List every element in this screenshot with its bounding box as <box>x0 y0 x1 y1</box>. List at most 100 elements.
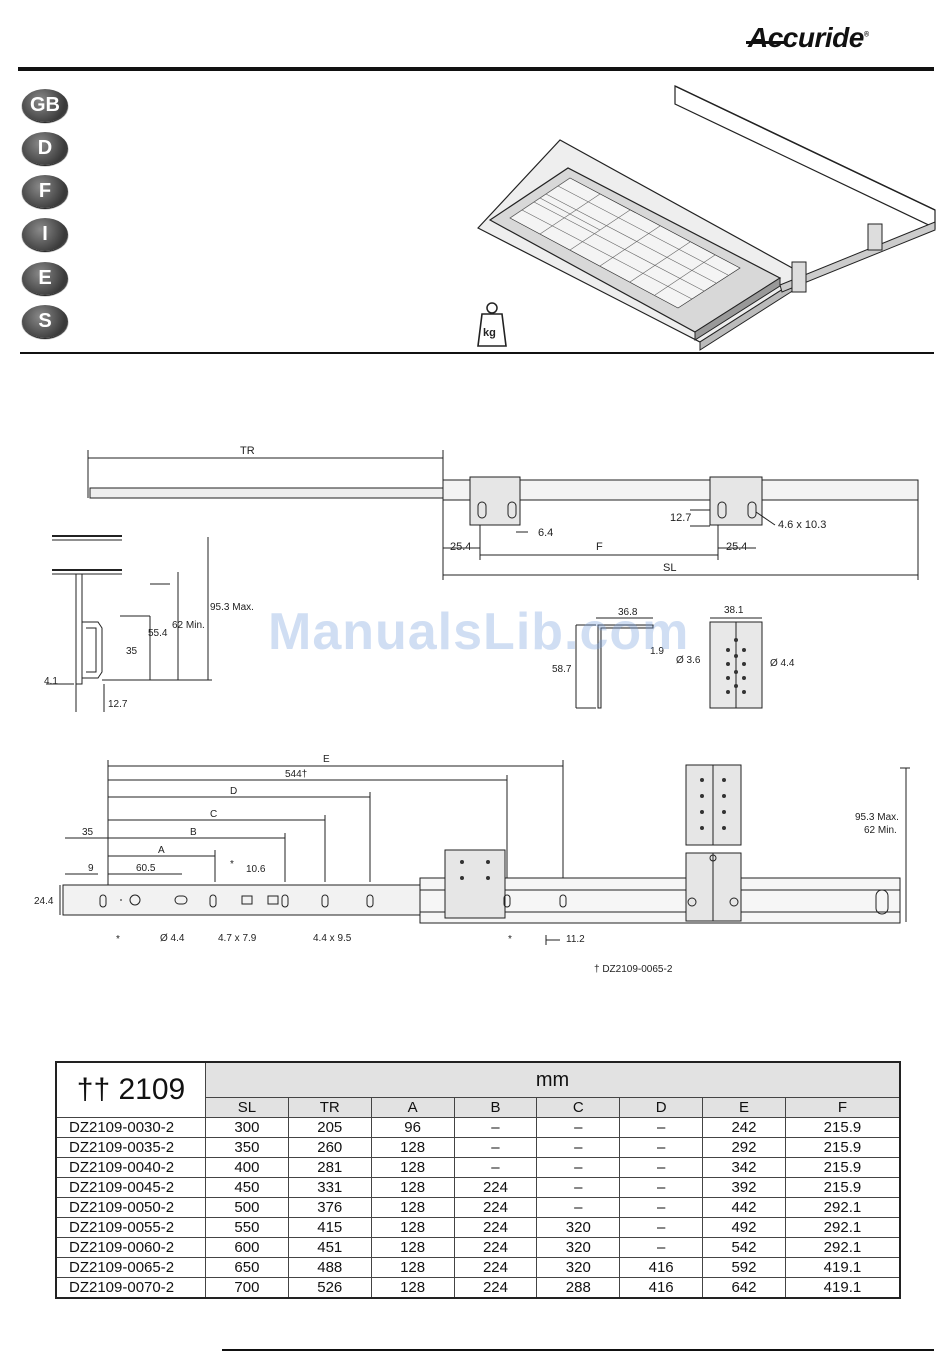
table-cell: 215.9 <box>784 1157 901 1178</box>
dim-35-left: 35 <box>82 827 94 838</box>
weight-icon-label: kg <box>483 327 496 339</box>
watermark: ManualsLib.com <box>268 603 690 661</box>
table-cell: 215.9 <box>784 1177 901 1198</box>
table-cell-model: DZ2109-0060-2 <box>55 1237 206 1258</box>
table-cell-model: DZ2109-0040-2 <box>55 1157 206 1178</box>
dim-544: 544† <box>285 769 307 780</box>
dim-star-mid: * <box>508 934 512 945</box>
table-cell: 592 <box>702 1257 786 1278</box>
table-cell: 224 <box>453 1217 538 1238</box>
dim-tr: TR <box>240 445 255 457</box>
slide-hole-pattern-view: E 544† D C B A 35 9 60.5 * 10.6 24.4 * Ø… <box>34 754 910 975</box>
dim-dia-4-4-bottom: Ø 4.4 <box>160 933 185 944</box>
table-cell: 128 <box>370 1237 455 1258</box>
bracket-front <box>791 261 807 293</box>
table-cell: 96 <box>370 1117 455 1138</box>
dim-60-5: 60.5 <box>136 863 156 874</box>
table-cell: – <box>536 1117 621 1138</box>
table-cell: 500 <box>205 1197 289 1218</box>
table-cell: – <box>619 1217 704 1238</box>
table-cell: 416 <box>619 1277 704 1299</box>
bracket-detail: 36.8 58.7 1.9 38.1 Ø 3.6 Ø 4.4 <box>552 605 795 709</box>
brand-logo: Accuride® <box>746 22 869 54</box>
col-sl: SL <box>205 1097 289 1118</box>
table-cell: 526 <box>287 1277 372 1299</box>
table-cell: 242 <box>702 1117 786 1138</box>
dim-25-4-left: 25.4 <box>450 541 471 553</box>
table-cell: – <box>536 1137 621 1158</box>
brand-name: Accuride <box>748 22 864 53</box>
brand-reg-mark: ® <box>863 31 869 39</box>
lang-badge-d: D <box>22 132 68 165</box>
lang-badge-f: F <box>22 175 68 208</box>
table-cell: 128 <box>370 1177 455 1198</box>
lang-badge-gb: GB <box>22 89 68 122</box>
table-cell: 320 <box>536 1237 621 1258</box>
table-cell: 128 <box>370 1277 455 1299</box>
table-cell: – <box>619 1137 704 1158</box>
dim-dia-3-6: Ø 3.6 <box>676 655 701 666</box>
table-cell: 128 <box>370 1217 455 1238</box>
dim-f: F <box>596 541 603 553</box>
slide-end-view: 95.3 Max. 62 Min. 55.4 35 4.1 12.7 <box>44 535 254 712</box>
dim-55-4: 55.4 <box>148 628 168 639</box>
table-cell: 320 <box>536 1257 621 1278</box>
dim-10-6: 10.6 <box>246 864 266 875</box>
table-cell-model: DZ2109-0065-2 <box>55 1257 206 1278</box>
table-cell: 600 <box>205 1237 289 1258</box>
footnote-dz2109-0065: † DZ2109-0065-2 <box>594 964 673 975</box>
dim-95-3-max-right: 95.3 Max. <box>855 812 899 823</box>
dim-b: B <box>190 827 197 838</box>
logo-swoosh <box>746 41 786 44</box>
dim-24-4: 24.4 <box>34 896 54 907</box>
table-cell: 224 <box>453 1237 538 1258</box>
table-unit: mm <box>205 1061 901 1098</box>
table-cell: 224 <box>453 1257 538 1278</box>
table-cell: 128 <box>370 1257 455 1278</box>
col-a: A <box>370 1097 455 1118</box>
dim-25-4-right: 25.4 <box>726 541 747 553</box>
dim-62-min-right: 62 Min. <box>864 825 897 836</box>
lang-badge-s: S <box>22 305 68 338</box>
table-cell: 320 <box>536 1217 621 1238</box>
table-cell: – <box>619 1237 704 1258</box>
table-cell: 128 <box>370 1157 455 1178</box>
table-cell: 419.1 <box>784 1277 901 1299</box>
table-cell: 350 <box>205 1137 289 1158</box>
table-cell: – <box>619 1197 704 1218</box>
dim-e: E <box>323 754 330 765</box>
table-cell: 376 <box>287 1197 372 1218</box>
table-cell: 292 <box>702 1137 786 1158</box>
bracket-rear <box>867 223 883 251</box>
dim-4-4x9-5: 4.4 x 9.5 <box>313 933 352 944</box>
dim-9: 9 <box>88 863 94 874</box>
table-cell: 215.9 <box>784 1137 901 1158</box>
table-cell: 542 <box>702 1237 786 1258</box>
col-d: D <box>619 1097 704 1118</box>
table-cell: 415 <box>287 1217 372 1238</box>
table-cell: 205 <box>287 1117 372 1138</box>
table-cell: – <box>619 1157 704 1178</box>
weight-icon: kg <box>477 302 507 347</box>
dim-1-9: 1.9 <box>650 646 664 657</box>
table-header-unit-row: †† 2109 mm <box>55 1061 901 1118</box>
dim-6-4: 6.4 <box>538 527 553 539</box>
table-cell: 292.1 <box>784 1217 901 1238</box>
dim-35: 35 <box>126 646 138 657</box>
table-cell: 342 <box>702 1157 786 1178</box>
table-header-row: SL TR A B C D E F <box>56 1097 901 1118</box>
col-tr: TR <box>287 1097 372 1118</box>
table-cell: 128 <box>370 1137 455 1158</box>
table-cell: 451 <box>287 1237 372 1258</box>
table-cell-model: DZ2109-0035-2 <box>55 1137 206 1158</box>
lang-badge-e: E <box>22 262 68 295</box>
table-cell: 292.1 <box>784 1197 901 1218</box>
dim-58-7: 58.7 <box>552 664 572 675</box>
